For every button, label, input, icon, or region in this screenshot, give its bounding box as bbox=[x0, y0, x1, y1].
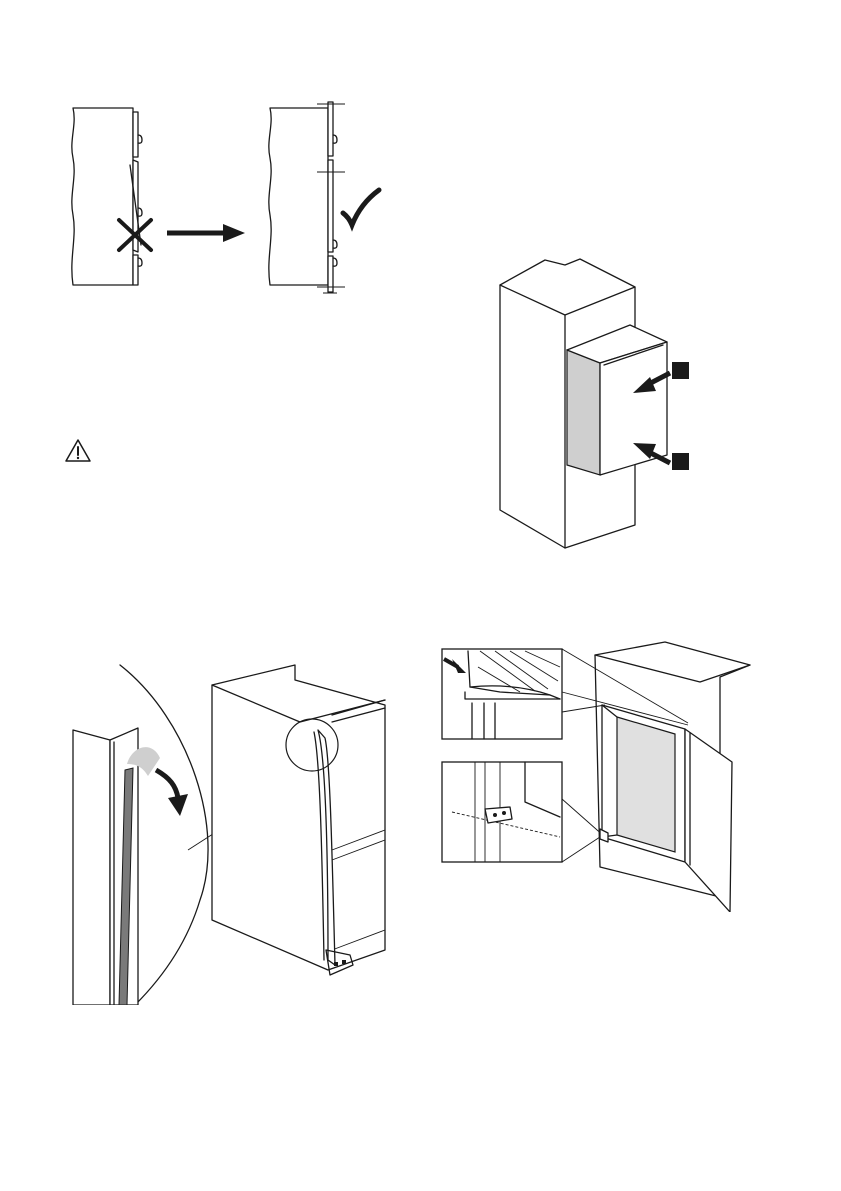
step-marker bbox=[672, 453, 689, 470]
warning-figure bbox=[63, 437, 93, 465]
door-hinge-figure bbox=[440, 637, 760, 912]
inset-top bbox=[442, 649, 562, 739]
door-alignment-figure bbox=[55, 90, 385, 305]
correct-check-icon bbox=[343, 190, 379, 225]
warning-triangle-icon bbox=[63, 437, 93, 465]
arrow-right-icon bbox=[167, 224, 245, 242]
cabinet-install-figure bbox=[495, 255, 710, 550]
inset-bottom bbox=[442, 762, 562, 862]
seal-strip-figure bbox=[70, 660, 390, 1005]
curved-arrow-down-icon bbox=[156, 770, 188, 816]
step-marker bbox=[672, 362, 689, 379]
